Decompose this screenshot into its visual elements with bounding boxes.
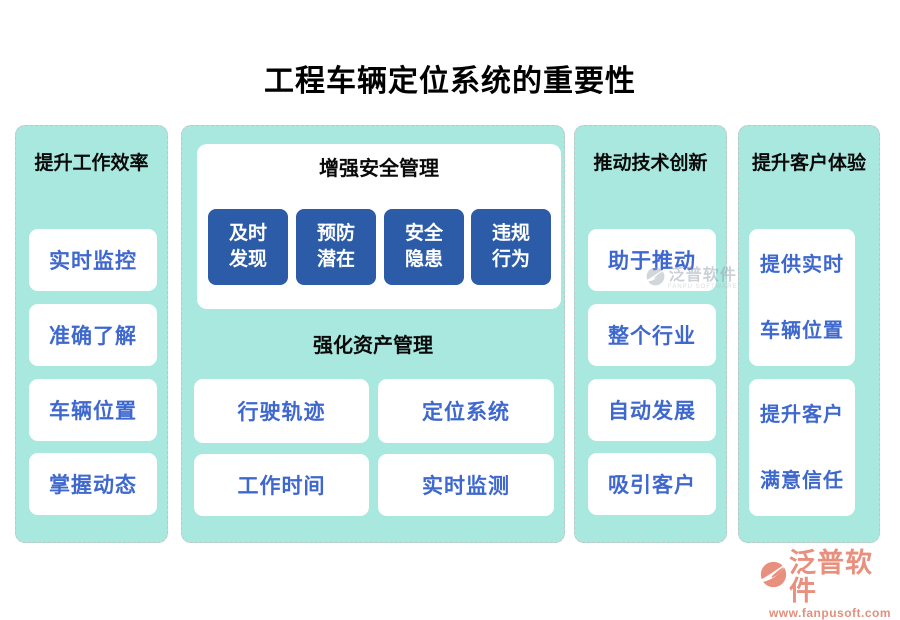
safety-box-timely-discovery: 及时 发现 <box>208 209 288 285</box>
item-help-promote: 助于推动 <box>588 229 716 291</box>
safety-box-violation-behavior: 违规 行为 <box>471 209 551 285</box>
safety-box-prevent-potential: 预防 潜在 <box>296 209 376 285</box>
fanpu-swoosh-icon <box>760 561 787 593</box>
safety-box-safety-hazard: 安全 隐患 <box>384 209 464 285</box>
item-provide-realtime-location: 提供实时 车辆位置 <box>749 229 855 366</box>
item-realtime-monitoring: 实时监控 <box>29 229 157 291</box>
safety-management-panel: 增强安全管理 及时 发现 预防 潜在 安全 隐患 违规 行为 <box>197 144 561 309</box>
column-tech-innovation: 推动技术创新 助于推动 整个行业 自动发展 吸引客户 <box>574 125 727 543</box>
safety-panel-header: 增强安全管理 <box>319 158 439 180</box>
column-center-management: 增强安全管理 及时 发现 预防 潜在 安全 隐患 违规 行为 强化资产管理 行驶… <box>181 125 565 543</box>
footer-brand-text: 泛普软件 <box>789 548 873 606</box>
item-automatic-development: 自动发展 <box>588 379 716 441</box>
item-attract-customers: 吸引客户 <box>588 453 716 515</box>
column-header: 提升工作效率 <box>34 153 149 174</box>
column-header: 提升客户体验 <box>751 153 866 174</box>
column-work-efficiency: 提升工作效率 实时监控 准确了解 车辆位置 掌握动态 <box>15 125 168 543</box>
asset-item-realtime-detection: 实时监测 <box>378 454 554 516</box>
item-grasp-dynamics: 掌握动态 <box>29 453 157 515</box>
asset-item-positioning-system: 定位系统 <box>378 379 554 443</box>
item-customer-satisfaction-trust: 提升客户 满意信任 <box>749 379 855 516</box>
column-customer-experience: 提升客户体验 提供实时 车辆位置 提升客户 满意信任 <box>738 125 880 543</box>
item-vehicle-location: 车辆位置 <box>29 379 157 441</box>
column-header: 推动技术创新 <box>593 153 708 174</box>
footer-brand-logo: 泛普软件 www.fanpusoft.com <box>760 549 900 620</box>
footer-brand-url: www.fanpusoft.com <box>768 606 892 620</box>
asset-management-header: 强化资产管理 <box>313 335 433 357</box>
page-title: 工程车辆定位系统的重要性 <box>264 65 636 98</box>
asset-item-working-hours: 工作时间 <box>194 454 369 516</box>
asset-item-driving-track: 行驶轨迹 <box>194 379 369 443</box>
item-accurate-understanding: 准确了解 <box>29 304 157 366</box>
item-whole-industry: 整个行业 <box>588 304 716 366</box>
